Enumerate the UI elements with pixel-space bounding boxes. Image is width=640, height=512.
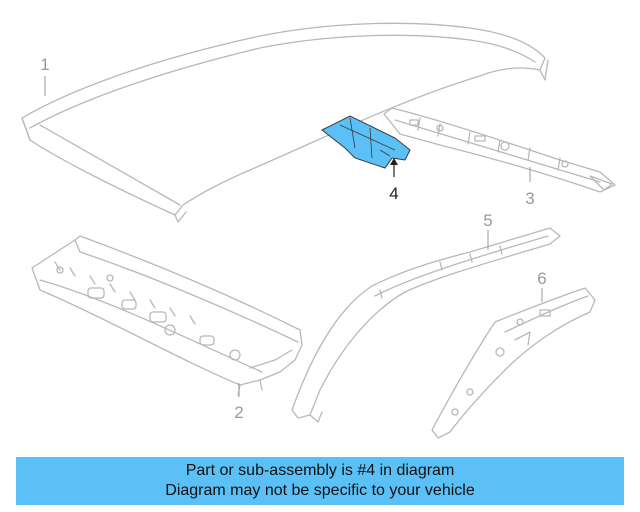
info-banner: Part or sub-assembly is #4 in diagram Di… xyxy=(16,457,624,505)
callout-1: 1 xyxy=(40,55,49,74)
parts-diagram: 1 2 3 4 5 6 xyxy=(21,22,616,439)
banner-line-part-number: Part or sub-assembly is #4 in diagram xyxy=(185,462,455,479)
front-header xyxy=(31,235,303,396)
roof-bow-bracket-highlighted xyxy=(321,115,411,169)
rear-pillar xyxy=(431,287,596,439)
callout-3: 3 xyxy=(525,189,534,208)
callout-4: 4 xyxy=(389,184,398,203)
callout-5: 5 xyxy=(483,211,492,230)
side-rail-right xyxy=(383,107,616,193)
banner-line-disclaimer: Diagram may not be specific to your vehi… xyxy=(165,482,475,499)
leader-4-arrow xyxy=(390,158,398,165)
callout-2: 2 xyxy=(234,403,243,422)
callout-6: 6 xyxy=(537,269,546,288)
roof-panel xyxy=(21,22,549,223)
roof-rail-left xyxy=(291,227,561,423)
